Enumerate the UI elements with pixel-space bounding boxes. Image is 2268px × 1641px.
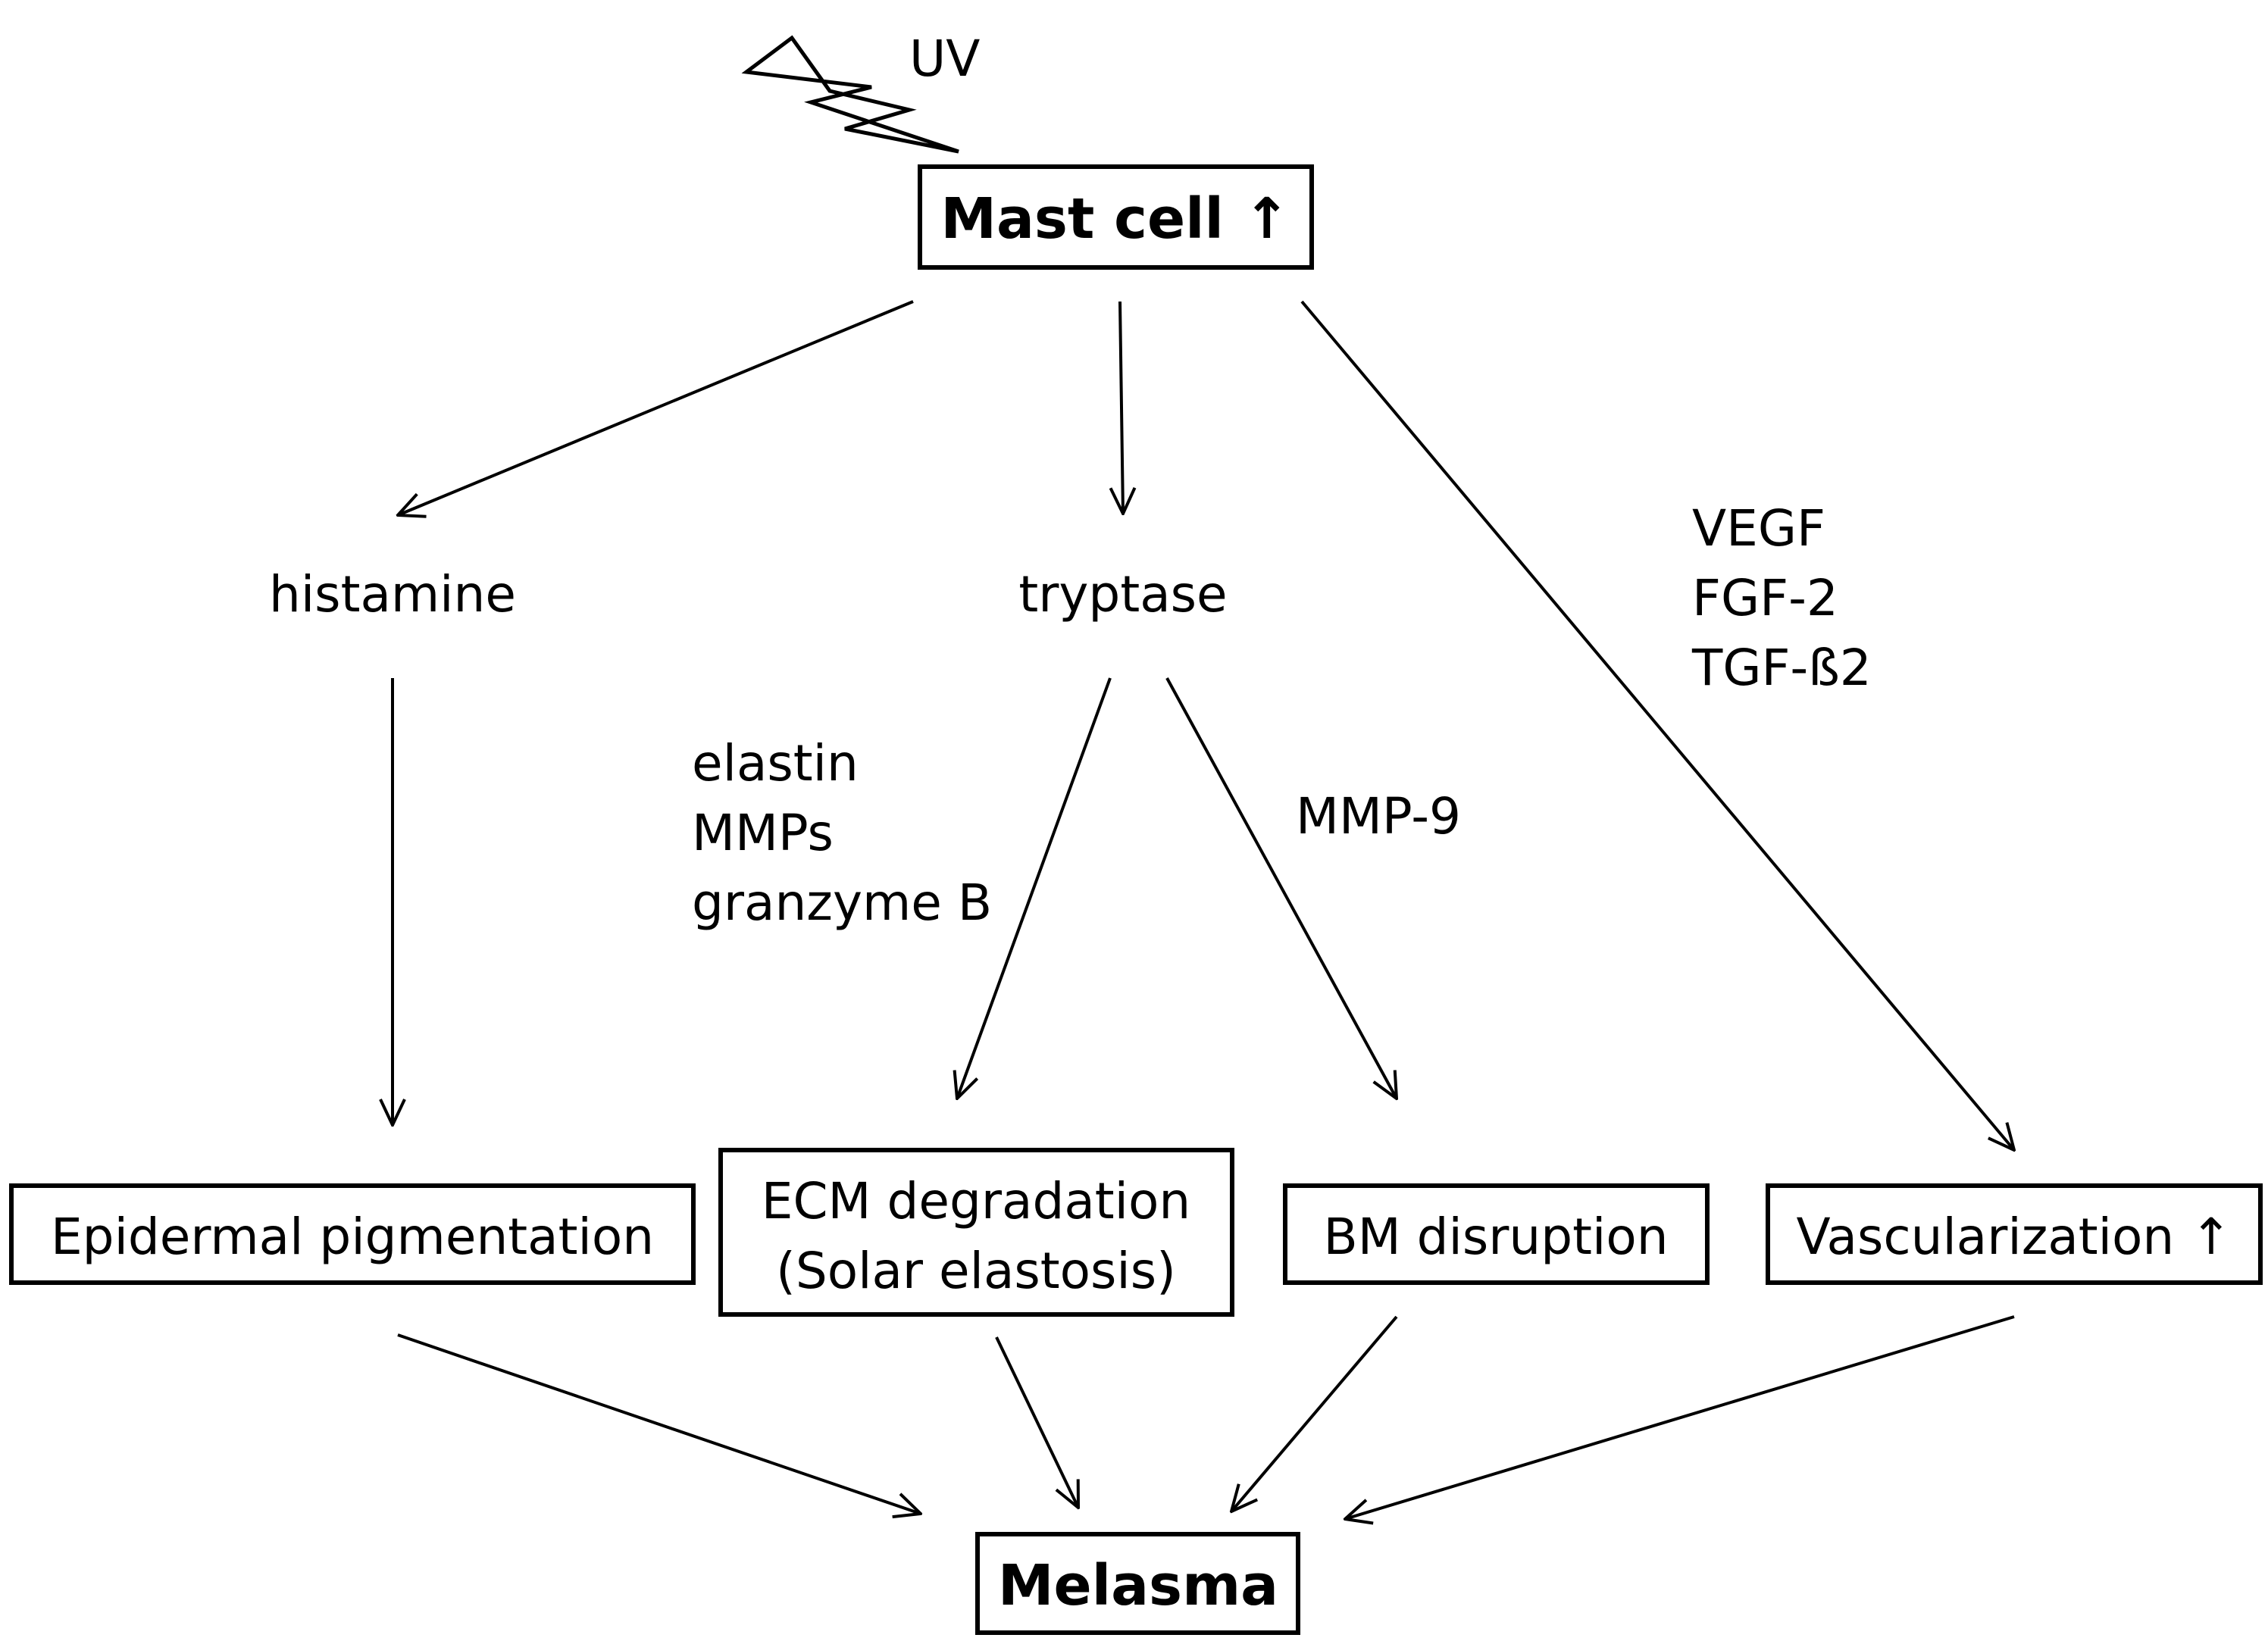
- mast-cell-box: [918, 164, 1314, 270]
- mast-cell-label: Mast cell ↑: [940, 186, 1290, 252]
- mmp9-label: MMP-9: [1296, 787, 1461, 846]
- tryptase-label: tryptase: [1018, 565, 1227, 624]
- arrow-mast-to-tryptase: [1120, 301, 1123, 514]
- mediator-mmps: MMPs: [692, 804, 834, 862]
- growth-factor-vegf: VEGF: [1692, 499, 1825, 558]
- arrow-mast-to-histamine: [398, 300, 914, 515]
- histamine-label: histamine: [269, 565, 516, 624]
- melasma-box: [975, 1532, 1300, 1635]
- growth-factor-fgf2: FGF-2: [1692, 569, 1838, 627]
- arrow-tryptase-to-ecm: [957, 677, 1112, 1099]
- arrow-pigmentation-to-melasma: [397, 1333, 921, 1514]
- solar-elastosis-label: (Solar elastosis): [776, 1242, 1176, 1300]
- vascularization-box: [1766, 1183, 2263, 1285]
- bm-disruption-label: BM disruption: [1323, 1208, 1668, 1266]
- mediator-elastin: elastin: [692, 734, 859, 792]
- vascularization-label: Vascularization ↑: [1796, 1208, 2232, 1266]
- uv-label: UV: [909, 30, 980, 88]
- ecm-degradation-box: [718, 1148, 1234, 1317]
- arrow-vascularization-to-melasma: [1345, 1315, 2015, 1519]
- epidermal-pigmentation-box: [9, 1183, 696, 1285]
- melasma-label: Melasma: [998, 1553, 1278, 1618]
- ecm-degradation-label: ECM degradation: [762, 1172, 1190, 1230]
- epidermal-pigmentation-label: Epidermal pigmentation: [51, 1208, 654, 1266]
- bm-disruption-box: [1283, 1183, 1710, 1285]
- arrow-ecm-to-melasma: [995, 1336, 1078, 1508]
- lightning-bolt-icon: [741, 35, 959, 154]
- arrow-bm-to-melasma: [1231, 1315, 1398, 1511]
- growth-factor-tgfb2: TGF-ß2: [1691, 639, 1872, 697]
- arrow-mast-to-vascularization: [1300, 300, 2014, 1150]
- arrow-tryptase-to-bm: [1165, 677, 1397, 1099]
- mediator-granzyme-b: granzyme B: [692, 874, 992, 932]
